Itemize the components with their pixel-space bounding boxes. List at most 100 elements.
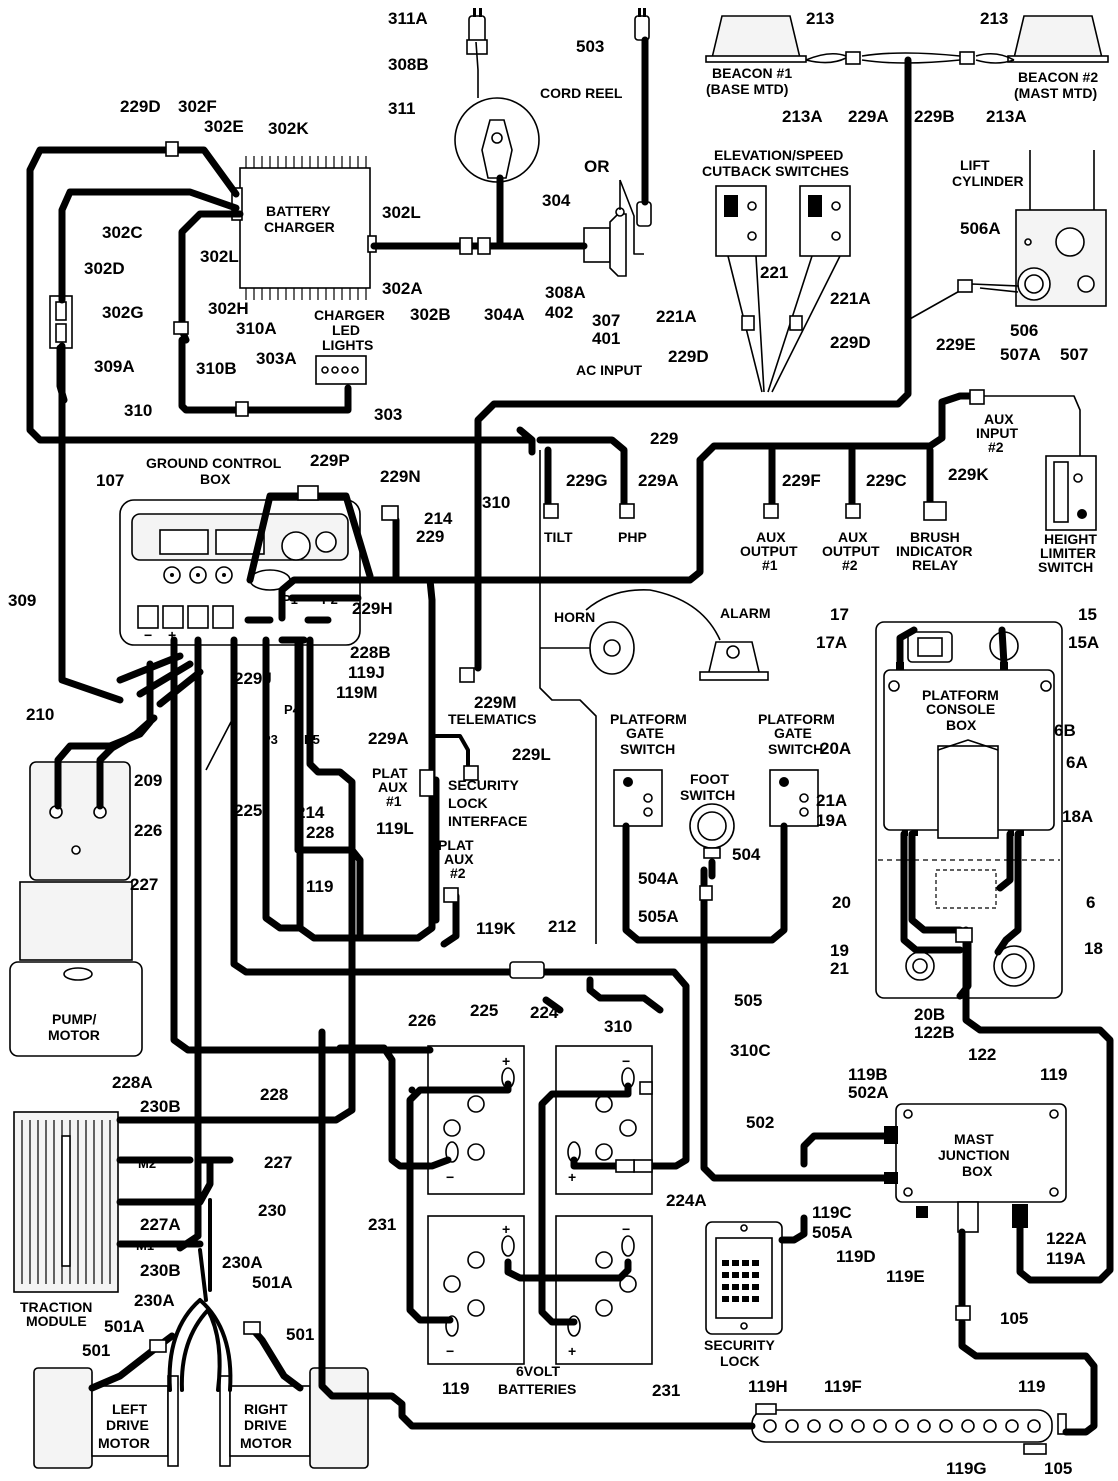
label-310C: 310C — [730, 1041, 771, 1060]
ground-control-box: − + — [119, 499, 361, 646]
label-security-lock-2: LOCK — [720, 1353, 760, 1369]
label-aux-input-3: #2 — [988, 439, 1004, 455]
label-ground-control-box-2: BOX — [200, 471, 231, 487]
label-19A: 19A — [816, 811, 847, 830]
label-traction-module-2: MODULE — [26, 1313, 87, 1329]
label-left-motor-2: DRIVE — [106, 1417, 149, 1433]
label-506A: 506A — [960, 219, 1001, 238]
battery-1-plus: + — [502, 1053, 510, 1069]
label-6A: 6A — [1066, 753, 1088, 772]
label-pump-motor-2: MOTOR — [48, 1027, 100, 1043]
battery-4-minus: − — [622, 1221, 630, 1237]
label-aux-output-2-b: OUTPUT — [822, 543, 880, 559]
label-telematics: TELEMATICS — [448, 711, 536, 727]
label-aux-output-2-a: AUX — [838, 529, 868, 545]
gcb-terminal-minus: − — [144, 627, 152, 643]
label-battery-charger-1: BATTERY — [266, 203, 331, 219]
label-aux-input-1: AUX — [984, 411, 1014, 427]
height-limiter-switch — [1045, 455, 1097, 531]
label-alarm: ALARM — [720, 605, 771, 621]
label-229L: 229L — [512, 745, 551, 764]
label-security-lock-1: SECURITY — [704, 1337, 775, 1353]
label-mast-jb-1: MAST — [954, 1131, 994, 1147]
label-gate-1-c: SWITCH — [620, 741, 675, 757]
label-brush-2: INDICATOR — [896, 543, 972, 559]
label-213A-left: 213A — [782, 107, 823, 126]
label-221: 221 — [760, 263, 788, 282]
label-401: 401 — [592, 329, 620, 348]
label-224: 224 — [530, 1003, 559, 1022]
label-gate-2-b: GATE — [774, 725, 812, 741]
label-21: 21 — [830, 959, 849, 978]
gcb-terminal-plus: + — [168, 627, 176, 643]
label-507: 507 — [1060, 345, 1088, 364]
horn — [540, 621, 635, 675]
label-21A: 21A — [816, 791, 847, 810]
label-122B: 122B — [914, 1023, 955, 1042]
label-229M: 229M — [474, 693, 517, 712]
label-119G: 119G — [946, 1459, 987, 1478]
left-drive-motor — [33, 1367, 179, 1469]
label-229: 229 — [650, 429, 678, 448]
label-aux-output-2-c: #2 — [842, 557, 858, 573]
label-214b: 214 — [296, 803, 325, 822]
label-gate-2-c: SWITCH — [768, 741, 823, 757]
label-231-bottom: 231 — [652, 1381, 680, 1400]
labels: 311A 503 308B 311 CORD REEL OR 304 302A … — [8, 9, 1103, 1478]
label-cord-reel-1: CORD REEL — [540, 85, 623, 101]
label-plat-aux-2-c: #2 — [450, 865, 466, 881]
label-plat-aux-2-b: AUX — [444, 851, 474, 867]
label-119L: 119L — [376, 819, 414, 838]
label-229K: 229K — [948, 465, 989, 484]
label-229G: 229G — [566, 471, 608, 490]
label-platform-console-2: CONSOLE — [926, 701, 995, 717]
label-left-motor-3: MOTOR — [98, 1435, 150, 1451]
label-105-bottom: 105 — [1044, 1459, 1072, 1478]
label-php: PHP — [618, 529, 647, 545]
label-119M: 119M — [336, 683, 378, 702]
label-504A: 504A — [638, 869, 679, 888]
label-230A-left: 230A — [134, 1291, 175, 1310]
label-aux-input-2: INPUT — [976, 425, 1018, 441]
label-beacon-1-sub: (BASE MTD) — [706, 81, 788, 97]
label-311A: 311A — [388, 9, 428, 28]
label-229D-top: 229D — [120, 97, 161, 116]
label-122: 122 — [968, 1045, 996, 1064]
label-507A: 507A — [1000, 345, 1041, 364]
label-506: 506 — [1010, 321, 1038, 340]
label-P1: P1 — [282, 592, 298, 607]
label-pump-motor-1: PUMP/ — [52, 1011, 96, 1027]
label-221A-left: 221A — [656, 307, 697, 326]
battery-3-minus: − — [446, 1343, 454, 1359]
label-229N: 229N — [380, 467, 421, 486]
label-302L-left: 302L — [200, 247, 239, 266]
label-20B: 20B — [914, 1005, 945, 1024]
label-security-interface-2: LOCK — [448, 795, 488, 811]
label-230B-bottom: 230B — [140, 1261, 181, 1280]
label-307: 307 — [592, 311, 620, 330]
label-505: 505 — [734, 991, 762, 1010]
label-17: 17 — [830, 605, 849, 624]
label-502A: 502A — [848, 1083, 889, 1102]
label-309: 309 — [8, 591, 36, 610]
label-228c: 228 — [260, 1085, 288, 1104]
label-229b: 229 — [416, 527, 444, 546]
label-310: 310 — [124, 401, 152, 420]
label-311: 311 — [388, 99, 415, 118]
beacon-2 — [1007, 15, 1109, 63]
label-charger-led-2: LED — [332, 322, 360, 338]
label-212: 212 — [548, 917, 576, 936]
label-M2: M2 — [138, 1156, 156, 1171]
battery-1: + − — [427, 1045, 525, 1195]
label-15: 15 — [1078, 605, 1097, 624]
battery-charger — [231, 156, 377, 300]
label-ground-control-box-1: GROUND CONTROL — [146, 455, 282, 471]
label-gate-1-b: GATE — [626, 725, 664, 741]
label-229E: 229E — [936, 335, 976, 354]
label-214: 214 — [424, 509, 453, 528]
label-20A: 20A — [820, 739, 851, 758]
label-308A: 308A — [545, 283, 586, 302]
label-310c: 310 — [604, 1017, 632, 1036]
label-P2: P2 — [322, 592, 338, 607]
label-209: 209 — [134, 771, 162, 790]
